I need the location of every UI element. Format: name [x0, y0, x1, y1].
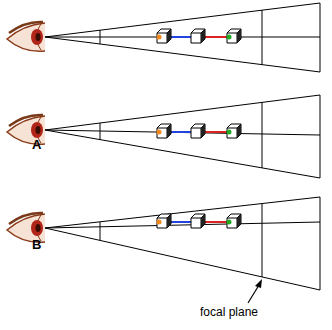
panel-top: [7, 3, 320, 72]
panel-a: [7, 95, 320, 178]
panel-b: [7, 197, 320, 303]
callout-label: focal plane: [200, 306, 258, 318]
panel-letter: B: [32, 238, 41, 251]
panel-letter: A: [32, 138, 41, 151]
